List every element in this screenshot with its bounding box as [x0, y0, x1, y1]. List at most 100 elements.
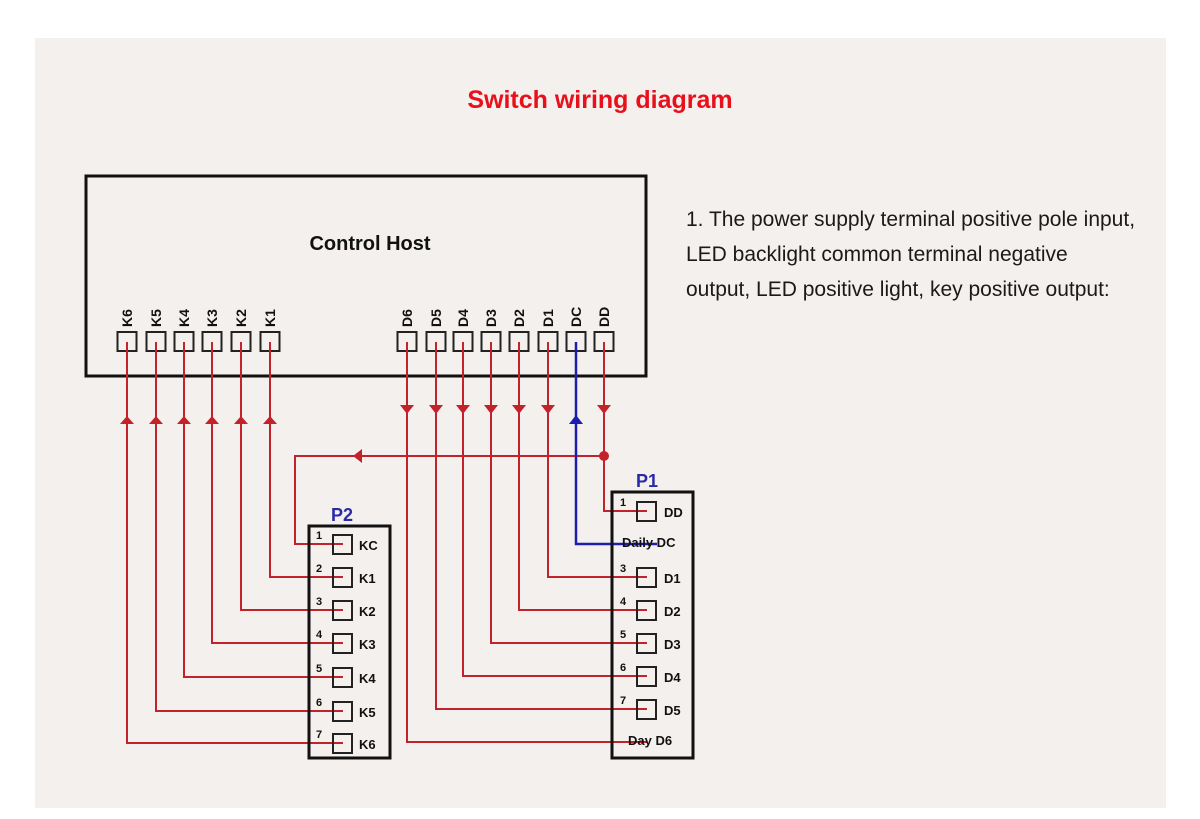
- p2-terminal-number: 1: [316, 530, 322, 542]
- wire-d5: [435, 342, 647, 710]
- host-pin-label-d5: D5: [428, 309, 444, 327]
- p1-terminal-square: [636, 600, 657, 621]
- wiring-note: 1. The power supply terminal positive po…: [686, 208, 1136, 301]
- p1-terminal-name: DD: [664, 505, 683, 520]
- p1-terminal-name: D5: [664, 703, 681, 718]
- p2-terminal-square: [332, 701, 353, 722]
- arrow-down-icon: [597, 405, 611, 414]
- arrow-down-icon: [429, 405, 443, 414]
- arrow-up-icon: [177, 416, 191, 424]
- p1-connector-box: [610, 490, 695, 760]
- arrow-down-icon: [456, 405, 470, 414]
- wires: [126, 342, 657, 744]
- host-pins: K6 K5 K4 K3 K2 K1 D6 D5 D4 D3 D2 D1 DC DD: [116, 307, 615, 352]
- host-pin-label-d4: D4: [455, 309, 471, 327]
- wire-kc-branch: [294, 455, 604, 545]
- host-pin-label-dc: DC: [568, 307, 584, 327]
- arrow-down-icon: [484, 405, 498, 414]
- p2-terminal-square: [332, 667, 353, 688]
- p1-terminal-number: 4: [620, 596, 627, 608]
- wire-k4: [183, 342, 343, 678]
- control-host-box: [84, 174, 648, 378]
- host-pin-label-k2: K2: [233, 309, 249, 327]
- host-pin-label-d2: D2: [511, 309, 527, 327]
- wire-d6: [406, 342, 647, 743]
- p1-terminal-square: [636, 501, 657, 522]
- wire-k2: [240, 342, 343, 611]
- host-pin-label-k3: K3: [204, 309, 220, 327]
- arrow-down-icon: [512, 405, 526, 414]
- p2-terminal-number: 7: [316, 729, 322, 741]
- p2-terminal-number: 6: [316, 697, 322, 709]
- wire-dd: [603, 342, 647, 512]
- p2-connector-box: [307, 524, 392, 760]
- p2-terminal-name: K5: [359, 705, 376, 720]
- p1-terminal-number: 5: [620, 629, 626, 641]
- wire-d3: [490, 342, 647, 644]
- p2-terminal-square: [332, 733, 353, 754]
- arrow-up-icon: [120, 416, 134, 424]
- host-pin-label-d3: D3: [483, 309, 499, 327]
- p2-label: P2: [331, 505, 353, 525]
- p1-terminal-number: 7: [620, 695, 626, 707]
- p1-label: P1: [636, 471, 658, 491]
- arrow-up-icon: [205, 416, 219, 424]
- p2-terminal-number: 4: [316, 629, 323, 641]
- p2-terminal-name: KC: [359, 538, 378, 553]
- p2-terminal-square: [332, 600, 353, 621]
- p1-terminal-name: D3: [664, 637, 681, 652]
- p1-terminal-number: 3: [620, 563, 626, 575]
- host-pin-label-dd: DD: [596, 307, 612, 327]
- p1-terminal-square: [636, 699, 657, 720]
- wire-k6: [126, 342, 343, 744]
- wire-d2: [518, 342, 647, 611]
- arrow-down-icon: [541, 405, 555, 414]
- control-host-label: Control Host: [309, 233, 430, 255]
- host-pin-label-d6: D6: [399, 309, 415, 327]
- arrow-left-icon: [353, 449, 362, 463]
- host-pin-label-k5: K5: [148, 309, 164, 327]
- p1-terminal-name: D1: [664, 571, 681, 586]
- p2-terminal-name: K2: [359, 604, 376, 619]
- arrow-up-icon: [569, 415, 583, 424]
- diagram-panel: [35, 38, 1166, 808]
- p1-terminal-square: [636, 633, 657, 654]
- arrow-down-icon: [400, 405, 414, 414]
- p1-terminal-name: Daily DC: [622, 535, 676, 550]
- p2-terminal-name: K6: [359, 737, 376, 752]
- p1-terminal-square: [636, 567, 657, 588]
- diagram-title: Switch wiring diagram: [467, 86, 732, 114]
- arrow-up-icon: [263, 416, 277, 424]
- wire-d1: [547, 342, 647, 578]
- host-pin-label-k1: K1: [262, 309, 278, 327]
- p2-terminal-square: [332, 567, 353, 588]
- p1-terminal-square: [636, 666, 657, 687]
- junction-dot: [599, 451, 609, 461]
- p2-terminal-square: [332, 633, 353, 654]
- wire-dc: [574, 342, 657, 546]
- wire-k5: [155, 342, 343, 712]
- p1-terminal-name: Day D6: [628, 733, 672, 748]
- p2-terminal-square: [332, 534, 353, 555]
- p1-terminal-number: 6: [620, 662, 626, 674]
- host-pin-label-k4: K4: [176, 309, 192, 327]
- p2-terminals: 1KC 2K1 3K2 4K3 5K4 6K5 7K6: [316, 530, 378, 754]
- p2-terminal-number: 5: [316, 663, 322, 675]
- p2-terminal-name: K1: [359, 571, 376, 586]
- wire-k3: [211, 342, 343, 644]
- p2-terminal-number: 2: [316, 563, 322, 575]
- host-pin-label-k6: K6: [119, 309, 135, 327]
- p2-terminal-name: K4: [359, 671, 376, 686]
- p1-terminal-name: D4: [664, 670, 681, 685]
- arrow-up-icon: [149, 416, 163, 424]
- p2-terminal-name: K3: [359, 637, 376, 652]
- p1-terminal-name: D2: [664, 604, 681, 619]
- p2-terminal-number: 3: [316, 596, 322, 608]
- arrow-up-icon: [234, 416, 248, 424]
- p1-terminal-number: 1: [620, 497, 626, 509]
- wire-d4: [462, 342, 647, 677]
- arrows: [120, 405, 611, 463]
- host-pin-label-d1: D1: [540, 309, 556, 327]
